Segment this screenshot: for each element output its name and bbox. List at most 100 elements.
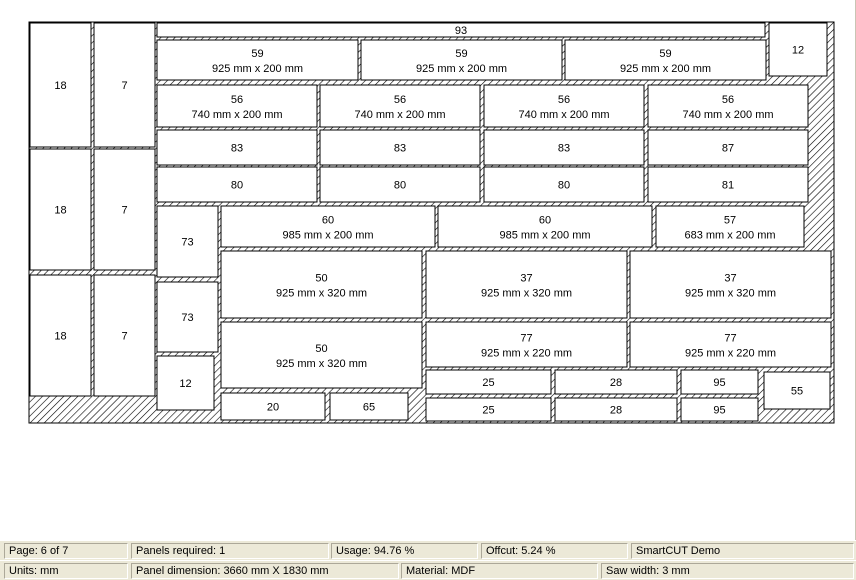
panel-rect bbox=[220, 392, 326, 421]
panel-id-label: 80 bbox=[394, 180, 406, 192]
panels-required: Panels required: 1 bbox=[131, 543, 329, 559]
panel-80[interactable]: 80 bbox=[319, 166, 481, 203]
panel-id-label: 83 bbox=[231, 143, 243, 155]
panel-id-label: 77 bbox=[724, 333, 736, 345]
panel-20[interactable]: 20 bbox=[220, 392, 326, 421]
panel-rect bbox=[319, 129, 481, 166]
panel-7[interactable]: 7 bbox=[93, 148, 156, 271]
panel-28[interactable]: 28 bbox=[554, 369, 678, 395]
panel-7[interactable]: 7 bbox=[93, 274, 156, 397]
panel-rect bbox=[554, 369, 678, 395]
panel-rect bbox=[93, 148, 156, 271]
panel-12[interactable]: 12 bbox=[768, 22, 828, 77]
panel-dimension-label: 925 mm x 320 mm bbox=[276, 358, 367, 370]
panel-83[interactable]: 83 bbox=[319, 129, 481, 166]
panel-rect bbox=[156, 39, 359, 81]
panel-18[interactable]: 18 bbox=[29, 148, 92, 271]
panel-rect bbox=[483, 84, 645, 128]
panel-dimension: Panel dimension: 3660 mm X 1830 mm bbox=[131, 563, 399, 579]
panel-rect bbox=[156, 281, 219, 353]
panel-rect bbox=[647, 166, 809, 203]
panel-rect bbox=[768, 22, 828, 77]
panel-dimension-label: 740 mm x 200 mm bbox=[518, 109, 609, 121]
panel-dimension-label: 925 mm x 320 mm bbox=[481, 288, 572, 300]
panel-dimension-label: 985 mm x 200 mm bbox=[282, 230, 373, 242]
panel-dimension-label: 740 mm x 200 mm bbox=[354, 109, 445, 121]
panel-65[interactable]: 65 bbox=[329, 392, 409, 421]
panel-id-label: 7 bbox=[121, 331, 127, 343]
panel-rect bbox=[360, 39, 563, 81]
panel-83[interactable]: 83 bbox=[156, 129, 318, 166]
panel-25[interactable]: 25 bbox=[425, 397, 552, 422]
panel-rect bbox=[220, 205, 436, 248]
panel-73[interactable]: 73 bbox=[156, 205, 219, 278]
panel-id-label: 7 bbox=[121, 205, 127, 217]
panel-rect bbox=[93, 22, 156, 148]
panel-id-label: 28 bbox=[610, 405, 622, 417]
panel-7[interactable]: 7 bbox=[93, 22, 156, 148]
panel-id-label: 60 bbox=[539, 215, 551, 227]
panel-95[interactable]: 95 bbox=[680, 397, 759, 422]
panel-95[interactable]: 95 bbox=[680, 369, 759, 395]
panel-55[interactable]: 55 bbox=[763, 371, 831, 410]
panel-rect bbox=[156, 205, 219, 278]
panel-rect bbox=[629, 250, 832, 319]
panel-id-label: 80 bbox=[558, 180, 570, 192]
panel-73[interactable]: 73 bbox=[156, 281, 219, 353]
panel-id-label: 87 bbox=[722, 143, 734, 155]
panel-rect bbox=[564, 39, 767, 81]
panel-18[interactable]: 18 bbox=[29, 274, 92, 397]
panel-rect bbox=[425, 397, 552, 422]
panel-id-label: 95 bbox=[713, 377, 725, 389]
panel-id-label: 93 bbox=[455, 25, 467, 37]
panel-28[interactable]: 28 bbox=[554, 397, 678, 422]
panel-12[interactable]: 12 bbox=[156, 355, 215, 411]
panel-rect bbox=[29, 274, 92, 397]
panel-id-label: 56 bbox=[558, 94, 570, 106]
material-indicator: Material: MDF bbox=[401, 563, 598, 579]
panel-18[interactable]: 18 bbox=[29, 22, 92, 148]
panel-77[interactable]: 77 925 mm x 220 mm bbox=[425, 321, 628, 368]
panel-83[interactable]: 83 bbox=[483, 129, 645, 166]
panel-dimension-label: 740 mm x 200 mm bbox=[682, 109, 773, 121]
panel-id-label: 77 bbox=[520, 333, 532, 345]
panel-56[interactable]: 56 740 mm x 200 mm bbox=[483, 84, 645, 128]
panel-dimension-label: 925 mm x 220 mm bbox=[481, 348, 572, 360]
panel-rect bbox=[655, 205, 805, 248]
offcut-indicator: Offcut: 5.24 % bbox=[481, 543, 628, 559]
page-indicator: Page: 6 of 7 bbox=[4, 543, 128, 559]
panel-rect bbox=[156, 84, 318, 128]
panel-id-label: 80 bbox=[231, 180, 243, 192]
panel-60[interactable]: 60 985 mm x 200 mm bbox=[437, 205, 653, 248]
panel-25[interactable]: 25 bbox=[425, 369, 552, 395]
panel-dimension-label: 985 mm x 200 mm bbox=[499, 230, 590, 242]
panel-id-label: 73 bbox=[181, 237, 193, 249]
panel-dimension-label: 683 mm x 200 mm bbox=[684, 230, 775, 242]
panel-80[interactable]: 80 bbox=[483, 166, 645, 203]
panel-87[interactable]: 87 bbox=[647, 129, 809, 166]
panel-80[interactable]: 80 bbox=[156, 166, 318, 203]
panel-rect bbox=[319, 84, 481, 128]
panel-id-label: 56 bbox=[231, 94, 243, 106]
panel-id-label: 18 bbox=[54, 205, 66, 217]
panel-93[interactable]: 93 bbox=[156, 22, 766, 38]
panel-id-label: 50 bbox=[315, 273, 327, 285]
panel-id-label: 18 bbox=[54, 80, 66, 92]
panel-81[interactable]: 81 bbox=[647, 166, 809, 203]
